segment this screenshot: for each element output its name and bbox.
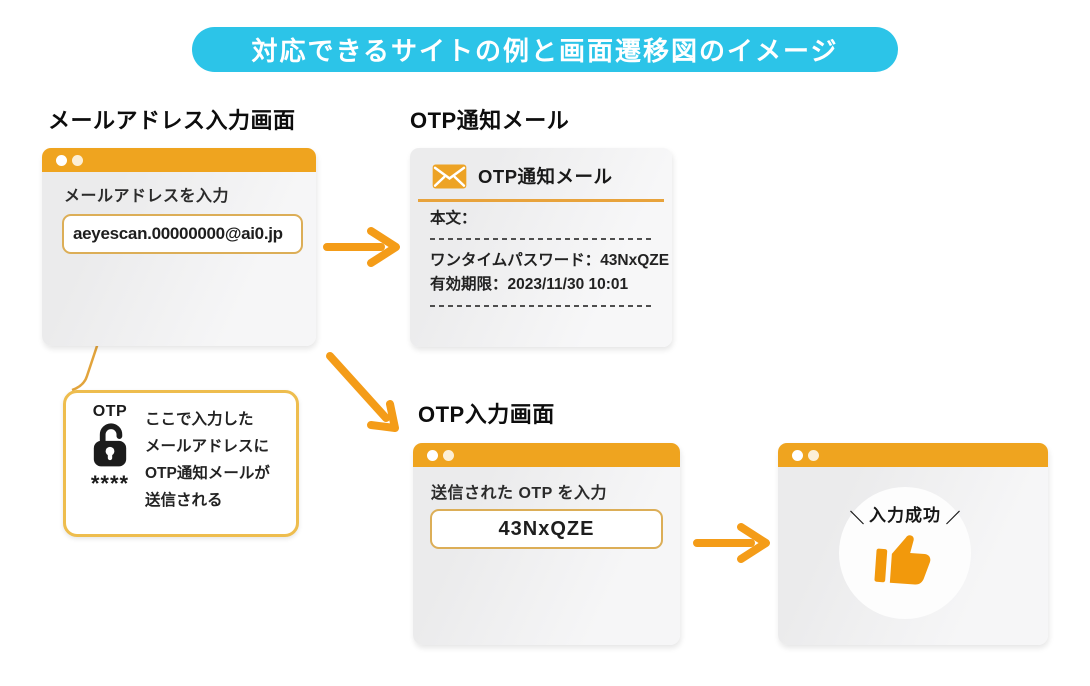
- email-field-label: メールアドレスを入力: [64, 188, 230, 205]
- email-window-titlebar: [42, 148, 316, 172]
- right-tick-mark: ／: [946, 510, 960, 526]
- otp-screen-heading: OTP入力画面: [418, 402, 555, 427]
- success-badge: ＼ 入力成功 ／: [850, 501, 960, 526]
- otp-input[interactable]: 43NxQZE: [430, 509, 663, 549]
- email-input-value: aeyescan.00000000@ai0.jp: [73, 224, 283, 243]
- window-dot: [427, 449, 438, 461]
- otp-field-label: 送信された OTP を入力: [431, 485, 607, 502]
- callout-otp-lock: OTP ****: [84, 403, 136, 523]
- success-label: 入力成功: [869, 506, 941, 525]
- mail-title: OTP通知メール: [478, 166, 613, 187]
- otp-input-value: 43NxQZE: [498, 517, 595, 540]
- mail-otp-line: ワンタイムパスワード：43NxQZE: [430, 252, 670, 269]
- otp-mail-heading: OTP通知メール: [410, 108, 570, 133]
- left-tick-mark: ＼: [850, 510, 864, 526]
- mail-header: OTP通知メール: [432, 163, 613, 189]
- email-input[interactable]: aeyescan.00000000@ai0.jp: [62, 214, 303, 254]
- title-banner-text: 対応できるサイトの例と画面遷移図のイメージ: [251, 36, 839, 66]
- email-window: メールアドレスを入力 aeyescan.00000000@ai0.jp: [42, 148, 316, 346]
- mail-dashed-divider: [430, 305, 654, 307]
- window-dot: [56, 154, 67, 166]
- otp-explainer-callout: OTP **** ここで入力した メールアドレスに OTP通知メールが 送信され…: [63, 390, 299, 537]
- callout-text: ここで入力した メールアドレスに OTP通知メールが 送信される: [145, 406, 270, 514]
- otp-mail-card: OTP通知メール 本文： ワンタイムパスワード：43NxQZE 有効期限：202…: [410, 148, 672, 347]
- open-lock-icon: [93, 423, 127, 467]
- success-window-titlebar: [778, 443, 1048, 467]
- callout-line: 送信される: [145, 492, 223, 509]
- callout-line: OTP通知メールが: [145, 465, 270, 482]
- window-dot: [808, 449, 819, 461]
- title-banner: 対応できるサイトの例と画面遷移図のイメージ: [192, 27, 898, 72]
- arrow-diagonal-icon: [326, 352, 399, 432]
- window-dot: [792, 449, 803, 461]
- thumbs-up-icon: [874, 535, 931, 585]
- mail-header-divider: [418, 199, 664, 202]
- success-window: ＼ 入力成功 ／: [778, 443, 1048, 645]
- callout-line: ここで入力した: [145, 411, 254, 428]
- callout-line: メールアドレスに: [145, 438, 270, 455]
- email-screen-heading: メールアドレス入力画面: [48, 108, 296, 133]
- window-dot: [72, 154, 83, 166]
- callout-otp-label: OTP: [92, 403, 128, 420]
- window-dot: [443, 449, 454, 461]
- mail-expiry-line: 有効期限：2023/11/30 10:01: [430, 276, 629, 293]
- envelope-icon: [432, 163, 467, 189]
- arrow-right-icon: [323, 227, 400, 267]
- arrow-right2-icon: [693, 523, 770, 563]
- mail-body-label: 本文：: [430, 210, 477, 227]
- callout-stars: ****: [90, 471, 130, 496]
- otp-window-titlebar: [413, 443, 680, 467]
- otp-window: 送信された OTP を入力 43NxQZE: [413, 443, 680, 645]
- success-badge-circle: ＼ 入力成功 ／: [839, 487, 971, 619]
- mail-dashed-divider: [430, 238, 654, 240]
